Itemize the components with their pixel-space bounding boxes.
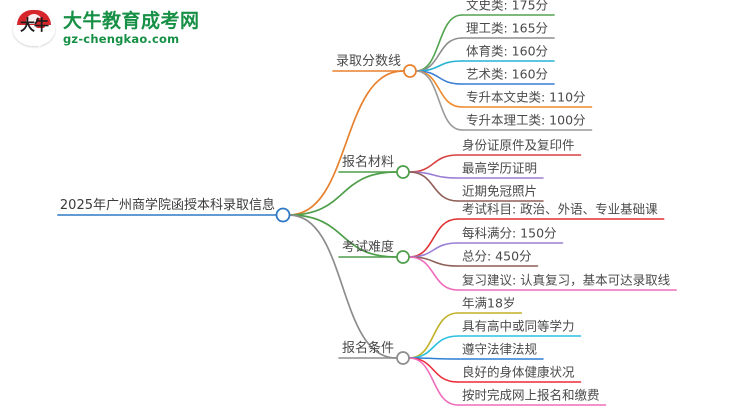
mindmap-leaf-label-1-2[interactable]: 理工类: 165分 (466, 20, 549, 36)
mindmap-leaf-label-1-1[interactable]: 文史类: 175分 (466, 0, 549, 13)
brand-text-block: 大牛教育成考网 gz-chengkao.com (63, 10, 200, 46)
logo-cap-dot (36, 18, 45, 28)
mindmap-root-label[interactable]: 2025年广州商学院函授本科录取信息 (59, 198, 275, 213)
logo-mark-text: 大牛 (19, 16, 49, 34)
mindmap-leaf-label-3-4[interactable]: 复习建议: 认真复习，基本可达录取线 (462, 272, 671, 288)
brand-url: gz-chengkao.com (63, 32, 180, 46)
site-logo: 大牛 大牛教育成考网 gz-chengkao.com (12, 6, 200, 50)
mindmap-leaf-label-4-5[interactable]: 按时完成网上报名和缴费 (462, 387, 600, 403)
logo-mark-icon: 大牛 (12, 6, 56, 50)
mindmap-leaf-label-3-2[interactable]: 每科满分: 150分 (462, 225, 557, 241)
mindmap-leaf-label-1-6[interactable]: 专升本理工类: 100分 (466, 112, 586, 128)
mindmap-branch-label-3[interactable]: 考试难度 (341, 240, 394, 255)
mindmap-leaf-label-1-5[interactable]: 专升本文史类: 110分 (466, 89, 586, 105)
mindmap-leaf-label-2-1[interactable]: 身份证原件及复印件 (462, 137, 575, 153)
mindmap-branch-label-2[interactable]: 报名材料 (341, 155, 394, 170)
mindmap-leaf-label-2-2[interactable]: 最高学历证明 (462, 160, 538, 176)
mindmap-leaf-label-4-2[interactable]: 具有高中或同等学力 (462, 318, 575, 334)
mindmap-leaf-label-3-1[interactable]: 考试科目: 政治、外语、专业基础课 (462, 201, 658, 217)
mindmap-branch-label-1[interactable]: 录取分数线 (335, 54, 401, 69)
mindmap-leaf-label-1-4[interactable]: 艺术类: 160分 (466, 66, 549, 82)
mindmap-leaf-label-4-4[interactable]: 良好的身体健康状况 (462, 364, 575, 380)
mindmap-leaf-label-2-3[interactable]: 近期免冠照片 (462, 183, 538, 199)
mindmap-leaf-label-4-1[interactable]: 年满18岁 (462, 295, 516, 311)
brand-title: 大牛教育成考网 (63, 10, 200, 32)
speech-bubble-tail (38, 38, 48, 49)
mindmap-leaf-label-4-3[interactable]: 遵守法律法规 (462, 341, 538, 357)
mindmap-leaf-label-1-3[interactable]: 体育类: 160分 (466, 43, 549, 59)
mindmap-leaf-label-3-3[interactable]: 总分: 450分 (462, 248, 532, 264)
mindmap-branch-label-4[interactable]: 报名条件 (341, 341, 394, 356)
